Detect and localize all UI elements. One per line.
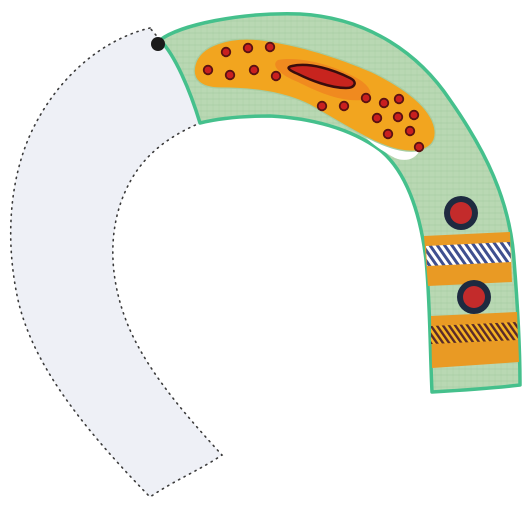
oval-dot-center <box>395 114 402 121</box>
red-circle-lower <box>457 280 491 314</box>
oval-dot-center <box>251 67 258 74</box>
pin-icon <box>151 37 165 51</box>
oval-dot-center <box>273 73 280 80</box>
oval-dot-center <box>416 144 423 151</box>
oval-dot-center <box>407 128 414 135</box>
oval-dot-center <box>267 44 274 51</box>
oval-dot-center <box>374 115 381 122</box>
oval-dot-center <box>381 100 388 107</box>
oval-dot-center <box>396 96 403 103</box>
oval-dot-center <box>205 67 212 74</box>
oval-dot-center <box>227 72 234 79</box>
oval-dot-center <box>341 103 348 110</box>
oval-dot-center <box>245 45 252 52</box>
oval-dot-center <box>411 112 418 119</box>
oval-dot-center <box>363 95 370 102</box>
oval-dot-center <box>319 103 326 110</box>
red-circle-upper <box>444 196 478 230</box>
blue-hatched-band <box>426 242 511 266</box>
oval-dot-center <box>385 131 392 138</box>
oval-dot-center <box>223 49 230 56</box>
